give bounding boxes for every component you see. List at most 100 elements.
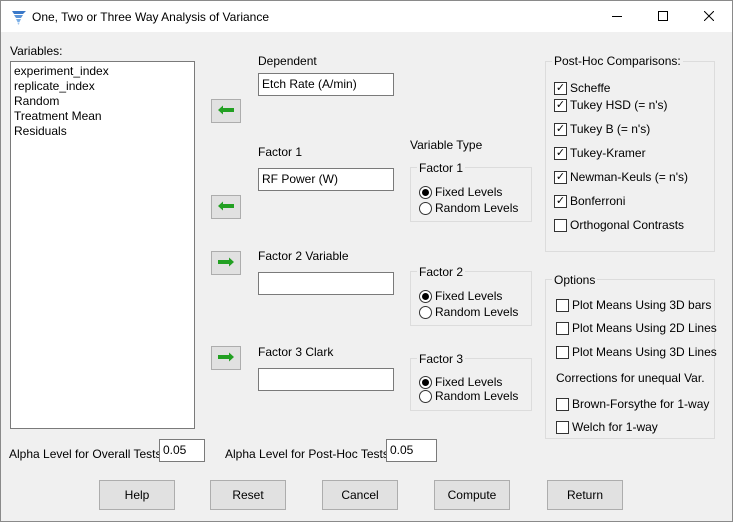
factor2-type-group: Factor 2 xyxy=(410,265,532,326)
arrow-right-icon xyxy=(218,256,234,270)
factor3-label: Factor 3 Clark xyxy=(258,345,334,359)
empty-checkbox-icon xyxy=(556,321,569,335)
cancel-button[interactable]: Cancel xyxy=(322,480,398,510)
variables-listbox[interactable]: experiment_index replicate_index Random … xyxy=(10,61,195,429)
factor3-field[interactable] xyxy=(258,368,394,391)
arrow-left-icon xyxy=(218,200,234,214)
checkmark-icon: ✓ xyxy=(554,98,567,112)
alpha-posthoc-label: Alpha Level for Post-Hoc Tests xyxy=(225,447,389,461)
newman-keuls-checkbox[interactable]: ✓ Newman-Keuls (= n's) xyxy=(554,170,688,184)
factor3-fixed-radio[interactable]: Fixed Levels xyxy=(419,375,502,389)
factor1-move-button[interactable] xyxy=(211,195,241,219)
checkmark-icon: ✓ xyxy=(554,81,567,95)
factor2-random-label: Random Levels xyxy=(435,305,519,319)
plot-3d-bars-label: Plot Means Using 3D bars xyxy=(572,298,712,312)
bonferroni-checkbox[interactable]: ✓ Bonferroni xyxy=(554,194,625,208)
factor1-label: Factor 1 xyxy=(258,145,303,159)
factor3-fixed-label: Fixed Levels xyxy=(435,375,503,389)
factor2-label: Factor 2 Variable xyxy=(258,249,349,263)
tukey-b-label: Tukey B (= n's) xyxy=(570,122,651,136)
welch-label: Welch for 1-way xyxy=(572,420,658,434)
dependent-field[interactable]: Etch Rate (A/min) xyxy=(258,73,394,96)
factor2-fixed-radio[interactable]: Fixed Levels xyxy=(419,289,502,303)
dependent-label: Dependent xyxy=(258,54,317,68)
list-item[interactable]: experiment_index xyxy=(14,64,109,78)
factor3-type-group: Factor 3 xyxy=(410,352,532,411)
orthogonal-contrasts-label: Orthogonal Contrasts xyxy=(570,218,685,232)
factor1-fixed-radio[interactable]: Fixed Levels xyxy=(419,185,502,199)
alpha-overall-field[interactable]: 0.05 xyxy=(159,439,205,462)
list-item[interactable]: Random xyxy=(14,94,60,108)
plot-3d-bars-checkbox[interactable]: Plot Means Using 3D bars xyxy=(556,298,711,312)
tukey-kramer-label: Tukey-Kramer xyxy=(570,146,646,160)
empty-checkbox-icon xyxy=(556,298,569,312)
checkmark-icon: ✓ xyxy=(554,122,567,136)
empty-checkbox-icon xyxy=(556,397,569,411)
bonferroni-label: Bonferroni xyxy=(570,194,626,208)
empty-checkbox-icon xyxy=(554,218,567,232)
reset-button[interactable]: Reset xyxy=(210,480,286,510)
posthoc-legend: Post-Hoc Comparisons: xyxy=(552,54,683,68)
options-group: Options xyxy=(545,273,715,439)
orthogonal-contrasts-checkbox[interactable]: Orthogonal Contrasts xyxy=(554,218,684,232)
checkmark-icon: ✓ xyxy=(554,194,567,208)
list-item[interactable]: Residuals xyxy=(14,124,67,138)
empty-checkbox-icon xyxy=(556,345,569,359)
factor2-move-button[interactable] xyxy=(211,251,241,275)
factor2-fixed-label: Fixed Levels xyxy=(435,289,503,303)
minimize-icon xyxy=(612,10,622,24)
factor2-random-radio[interactable]: Random Levels xyxy=(419,305,518,319)
factor3-move-button[interactable] xyxy=(211,346,241,370)
factor1-type-legend: Factor 1 xyxy=(417,161,466,175)
newman-keuls-label: Newman-Keuls (= n's) xyxy=(570,170,688,184)
tukey-hsd-checkbox[interactable]: ✓ Tukey HSD (= n's) xyxy=(554,98,668,112)
tukey-b-checkbox[interactable]: ✓ Tukey B (= n's) xyxy=(554,122,650,136)
tukey-kramer-checkbox[interactable]: ✓ Tukey-Kramer xyxy=(554,146,646,160)
radio-selected-icon xyxy=(419,289,432,303)
brown-forsythe-checkbox[interactable]: Brown-Forsythe for 1-way xyxy=(556,397,709,411)
alpha-posthoc-field[interactable]: 0.05 xyxy=(386,439,437,462)
plot-2d-lines-checkbox[interactable]: Plot Means Using 2D Lines xyxy=(556,321,717,335)
factor1-random-label: Random Levels xyxy=(435,201,519,215)
help-button[interactable]: Help xyxy=(99,480,175,510)
factor2-field[interactable] xyxy=(258,272,394,295)
radio-unselected-icon xyxy=(419,305,432,319)
radio-selected-icon xyxy=(419,375,432,389)
close-button[interactable] xyxy=(686,1,732,32)
list-item[interactable]: replicate_index xyxy=(14,79,95,93)
scheffe-checkbox[interactable]: ✓ Scheffe xyxy=(554,81,610,95)
dependent-move-button[interactable] xyxy=(211,99,241,123)
maximize-icon xyxy=(658,10,668,24)
title-bar[interactable]: One, Two or Three Way Analysis of Varian… xyxy=(1,1,732,32)
scheffe-label: Scheffe xyxy=(570,81,611,95)
plot-3d-lines-checkbox[interactable]: Plot Means Using 3D Lines xyxy=(556,345,717,359)
brown-forsythe-label: Brown-Forsythe for 1-way xyxy=(572,397,710,411)
list-item[interactable]: Treatment Mean xyxy=(14,109,102,123)
welch-checkbox[interactable]: Welch for 1-way xyxy=(556,420,658,434)
factor3-type-legend: Factor 3 xyxy=(417,352,466,366)
variable-type-label: Variable Type xyxy=(410,138,483,152)
arrow-left-icon xyxy=(218,104,234,118)
radio-unselected-icon xyxy=(419,201,432,215)
options-legend: Options xyxy=(552,273,598,287)
app-tornado-icon xyxy=(11,9,27,25)
maximize-button[interactable] xyxy=(640,1,686,32)
factor3-random-radio[interactable]: Random Levels xyxy=(419,389,518,403)
compute-button[interactable]: Compute xyxy=(434,480,510,510)
close-icon xyxy=(703,10,715,24)
factor1-fixed-label: Fixed Levels xyxy=(435,185,503,199)
return-button[interactable]: Return xyxy=(547,480,623,510)
radio-unselected-icon xyxy=(419,389,432,403)
empty-checkbox-icon xyxy=(556,420,569,434)
window-title: One, Two or Three Way Analysis of Varian… xyxy=(32,10,269,24)
alpha-overall-label: Alpha Level for Overall Tests xyxy=(9,447,162,461)
factor1-field[interactable]: RF Power (W) xyxy=(258,168,394,191)
factor3-random-label: Random Levels xyxy=(435,389,519,403)
plot-2d-lines-label: Plot Means Using 2D Lines xyxy=(572,321,717,335)
arrow-right-icon xyxy=(218,351,234,365)
factor1-random-radio[interactable]: Random Levels xyxy=(419,201,518,215)
factor1-type-group: Factor 1 xyxy=(410,161,532,222)
checkmark-icon: ✓ xyxy=(554,170,567,184)
minimize-button[interactable] xyxy=(594,1,640,32)
tukey-hsd-label: Tukey HSD (= n's) xyxy=(570,98,668,112)
